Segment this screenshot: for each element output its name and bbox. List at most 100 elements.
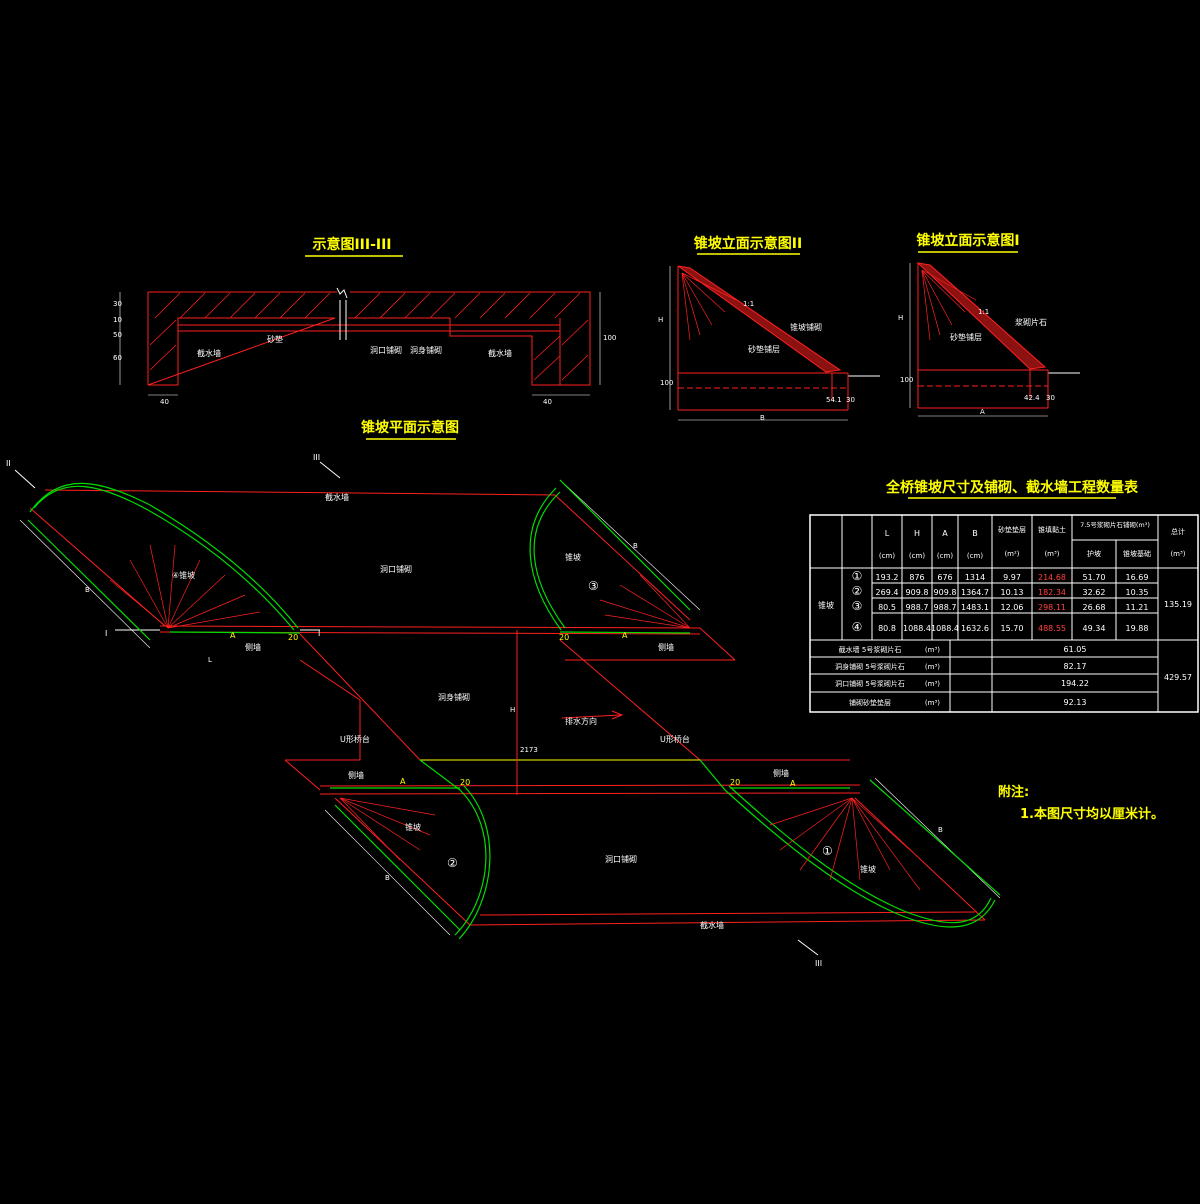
plan-dim-l: L — [208, 656, 212, 664]
plan-view: 锥坡平面示意图 — [6, 419, 1001, 968]
plan-outlines — [14, 461, 1001, 956]
cell-grand-total: 429.57 — [1164, 673, 1192, 682]
extra-unit: (m³) — [925, 646, 940, 654]
table-row-3: ③ 80.5 988.7 988.7 1483.1 12.06 298.11 2… — [852, 599, 1149, 613]
table-extra-rows: 截水墙 5号浆砌片石 (m³) 61.05 洞身铺砌 5号浆砌片石 (m³) 8… — [835, 645, 1089, 707]
table-title: 全桥锥坡尺寸及铺砌、截水墙工程数量表 — [885, 479, 1139, 496]
th-total-unit: (m³) — [1170, 550, 1185, 558]
th-unit-h: (cm) — [909, 552, 925, 560]
th-fill-unit: (m³) — [1044, 550, 1059, 558]
section-dim-right-base: 40 — [543, 398, 552, 406]
elevation-i-view: 锥坡立面示意图I H 100 A 42.4 30 1:1 浆砌片石 砂垫铺层 — [898, 232, 1080, 417]
plan-label-wing-2: 侧墙 — [658, 642, 674, 652]
elev1-dim-h: H — [898, 314, 903, 322]
extra-label: 截水墙 5号浆砌片石 — [839, 645, 902, 654]
cell-guard: 32.62 — [1083, 588, 1106, 597]
plan-dim-a-3: A — [400, 777, 406, 786]
extra-value: 92.13 — [1064, 698, 1087, 707]
cell-a: 676 — [937, 573, 952, 582]
plan-label-entrance-bottom: 洞口铺砌 — [605, 854, 637, 864]
plan-dim-a-1: A — [230, 631, 236, 640]
cell-guard: 26.68 — [1083, 603, 1106, 612]
plan-dim-b-3: B — [385, 874, 390, 882]
plan-cone-id-3: ③ — [588, 579, 599, 593]
cell-base: 19.88 — [1126, 624, 1149, 633]
cell-l: 193.2 — [876, 573, 899, 582]
plan-dim-b-2: B — [633, 542, 638, 550]
extra-value: 61.05 — [1064, 645, 1087, 654]
section-label-body: 洞身铺砌 — [410, 345, 442, 355]
th-sand-unit: (m²) — [1004, 550, 1019, 558]
table-row-4: ④ 80.8 1088.4 1088.4 1632.6 15.70 488.55… — [852, 620, 1149, 634]
plan-cone-arcs — [27, 479, 1001, 940]
cell-id: ③ — [852, 599, 863, 613]
plan-label-entrance-top: 洞口铺砌 — [380, 564, 412, 574]
plan-dim-span: 2173 — [520, 746, 538, 754]
elev2-slope-layer — [677, 265, 842, 373]
plan-dim-20-d: 20 — [730, 778, 740, 787]
cell-l: 269.4 — [876, 588, 899, 597]
th-unit-a: (cm) — [937, 552, 953, 560]
th-a: A — [942, 529, 948, 538]
section-dim-h1: 30 — [113, 300, 122, 308]
table-group-cone: 锥坡 — [818, 600, 834, 610]
section-iii-view: 示意图III-III — [113, 236, 616, 406]
th-total: 总计 — [1171, 527, 1185, 536]
extra-unit: (m³) — [925, 699, 940, 707]
elev2-label-1: 锥坡铺砌 — [790, 322, 822, 332]
plan-sec-i-right: I — [318, 629, 320, 638]
plan-cone-id-2: ② — [447, 856, 458, 870]
cell-b: 1314 — [965, 573, 985, 582]
section-dim-left-base: 40 — [160, 398, 169, 406]
section-dim-right: 100 — [603, 334, 616, 342]
elev2-dim-d2: 30 — [846, 396, 855, 404]
section-label-cutoff-right: 截水墙 — [488, 348, 512, 358]
plan-label-flow: 排水方向 — [565, 716, 597, 726]
th-unit-b: (cm) — [967, 552, 983, 560]
cell-base: 16.69 — [1126, 573, 1149, 582]
extra-label: 铺砌砂垫垫层 — [849, 698, 891, 707]
extra-label: 洞口铺砌 5号浆砌片石 — [835, 679, 905, 688]
elev2-slope: 1:1 — [743, 300, 754, 308]
section-dim-h4: 60 — [113, 354, 122, 362]
cell-guard: 51.70 — [1083, 573, 1106, 582]
section-label-cutoff-left: 截水墙 — [197, 348, 221, 358]
elev1-title: 锥坡立面示意图I — [916, 232, 1019, 249]
section-label-entrance: 洞口铺砌 — [370, 345, 402, 355]
elevation-ii-view: 锥坡立面示意图II H 100 B 54.1 30 1:1 锥坡铺砌 砂垫铺层 — [658, 235, 880, 422]
cell-id: ④ — [852, 620, 863, 634]
plan-sec-i-left: I — [105, 629, 107, 638]
cell-fill: 182.34 — [1038, 588, 1066, 597]
plan-dim-b-1: B — [85, 586, 90, 594]
plan-label-wing-4: 侧墙 — [773, 768, 789, 778]
cell-sand: 9.97 — [1003, 573, 1021, 582]
table-row-2: ② 269.4 909.8 909.8 1364.7 10.13 182.34 … — [852, 584, 1149, 598]
elev2-dim-100: 100 — [660, 379, 673, 387]
th-stone: 7.5号浆砌片石铺砌(m³) — [1080, 520, 1150, 529]
plan-label-abut-left: U形桥台 — [340, 734, 370, 744]
cell-sand: 12.06 — [1001, 603, 1024, 612]
section-title: 示意图III-III — [312, 236, 391, 253]
cell-fill: 298.11 — [1038, 603, 1066, 612]
th-sand: 砂垫垫层 — [998, 525, 1026, 534]
section-hatch — [149, 292, 589, 381]
plan-label-cone-2: 锥坡 — [405, 822, 421, 832]
cell-h: 876 — [909, 573, 924, 582]
cell-base: 11.21 — [1126, 603, 1149, 612]
cell-l: 80.5 — [878, 603, 896, 612]
plan-title: 锥坡平面示意图 — [361, 419, 459, 436]
plan-sec-ii: II — [6, 459, 11, 468]
cell-base: 10.35 — [1126, 588, 1149, 597]
cell-guard: 49.34 — [1083, 624, 1106, 633]
cell-fill: 214.68 — [1038, 573, 1066, 582]
plan-sec-iii-top: III — [313, 453, 320, 462]
elev2-dim-b: B — [760, 414, 765, 422]
elev2-title: 锥坡立面示意图II — [694, 235, 802, 252]
notes-item-1: 1.本图尺寸均以厘米计。 — [1020, 806, 1164, 822]
plan-dim-20-c: 20 — [460, 778, 470, 787]
cell-h: 1088.4 — [903, 624, 931, 633]
elev1-slope-layer — [916, 262, 1047, 370]
plan-dim-20-b: 20 — [559, 633, 569, 642]
plan-label-cone-3: 锥坡 — [565, 552, 581, 562]
plan-label-abut-right: U形桥台 — [660, 734, 690, 744]
